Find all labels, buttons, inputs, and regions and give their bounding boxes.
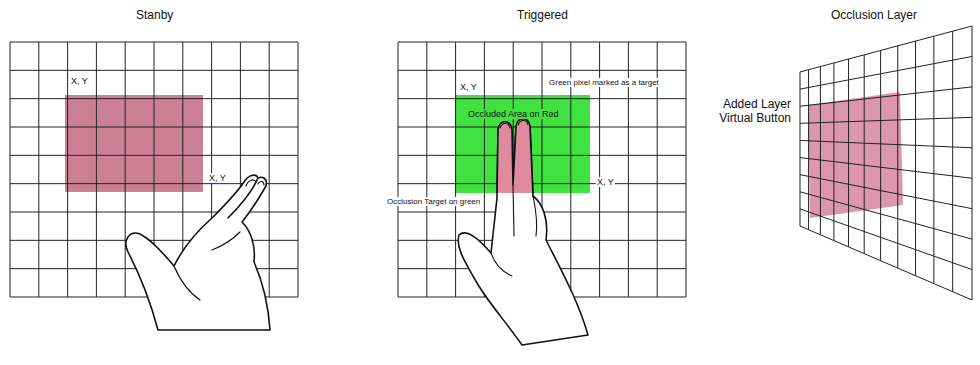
grid-line xyxy=(848,59,849,247)
grid-line xyxy=(398,127,686,128)
grid-line xyxy=(800,87,972,106)
grid-line xyxy=(398,155,686,156)
coordinate-label: X, Y xyxy=(596,177,615,187)
grid-line xyxy=(800,72,801,226)
grid-line xyxy=(880,50,881,260)
grid-line xyxy=(10,42,11,297)
hand-drawing xyxy=(126,175,270,330)
grid-line xyxy=(800,117,972,123)
grid-line xyxy=(800,158,972,179)
coordinate-label: X, Y xyxy=(70,76,89,86)
grid-line xyxy=(915,41,916,276)
grid-line xyxy=(933,36,934,283)
annotation-note: Green pixel marked as a target xyxy=(548,78,660,87)
perspective-grid xyxy=(800,26,972,300)
grid-line xyxy=(398,42,399,297)
grid-line xyxy=(800,26,972,72)
annotation-note: Occlusion Target on green xyxy=(386,197,481,206)
grid-line xyxy=(269,42,270,297)
panel-title: Occlusion Layer xyxy=(830,9,918,23)
grid-line xyxy=(10,240,298,241)
grid-line xyxy=(833,63,834,241)
coordinate-label: X, Y xyxy=(208,173,227,183)
grid-line xyxy=(820,67,821,235)
grid-line xyxy=(808,70,809,230)
grid-line xyxy=(972,26,973,300)
grid-line xyxy=(686,42,687,297)
grid-line xyxy=(897,46,898,268)
hand-drawing xyxy=(458,119,588,345)
grid-line xyxy=(10,212,298,213)
grid-line xyxy=(38,42,39,297)
grid-line xyxy=(398,98,686,99)
grid-line xyxy=(800,226,972,300)
grid-line xyxy=(398,183,686,184)
panel-title: Triggered xyxy=(516,9,569,23)
grid-line xyxy=(10,127,298,128)
layer-label: Added Layer Virtual Button xyxy=(698,98,792,126)
grid-line xyxy=(10,155,298,156)
grid-line xyxy=(96,42,97,297)
grid-line xyxy=(800,56,972,89)
grid-line xyxy=(800,175,972,209)
grid-line xyxy=(800,209,972,270)
grid-line xyxy=(125,42,126,297)
grid-line xyxy=(455,42,456,297)
grid-line xyxy=(952,31,953,292)
grid-line xyxy=(426,42,427,297)
layer-shape xyxy=(806,90,906,220)
occluded-finger-area xyxy=(458,119,588,193)
grid-line xyxy=(298,42,299,297)
coordinate-label: X, Y xyxy=(459,82,478,92)
grid-line xyxy=(864,55,865,254)
grid-line xyxy=(800,192,972,239)
grid-line xyxy=(10,70,298,71)
grid-line xyxy=(10,42,298,43)
occlusion-layer-button: Added Layer Virtual Button xyxy=(806,90,906,220)
grid-line xyxy=(398,70,686,71)
panel-title: Stanby xyxy=(135,9,174,23)
grid-line xyxy=(800,140,972,147)
grid-line xyxy=(398,42,686,43)
grid-line xyxy=(10,98,298,99)
coordinate-label: Occluded Area on Red xyxy=(467,109,560,119)
grid-line xyxy=(67,42,68,297)
